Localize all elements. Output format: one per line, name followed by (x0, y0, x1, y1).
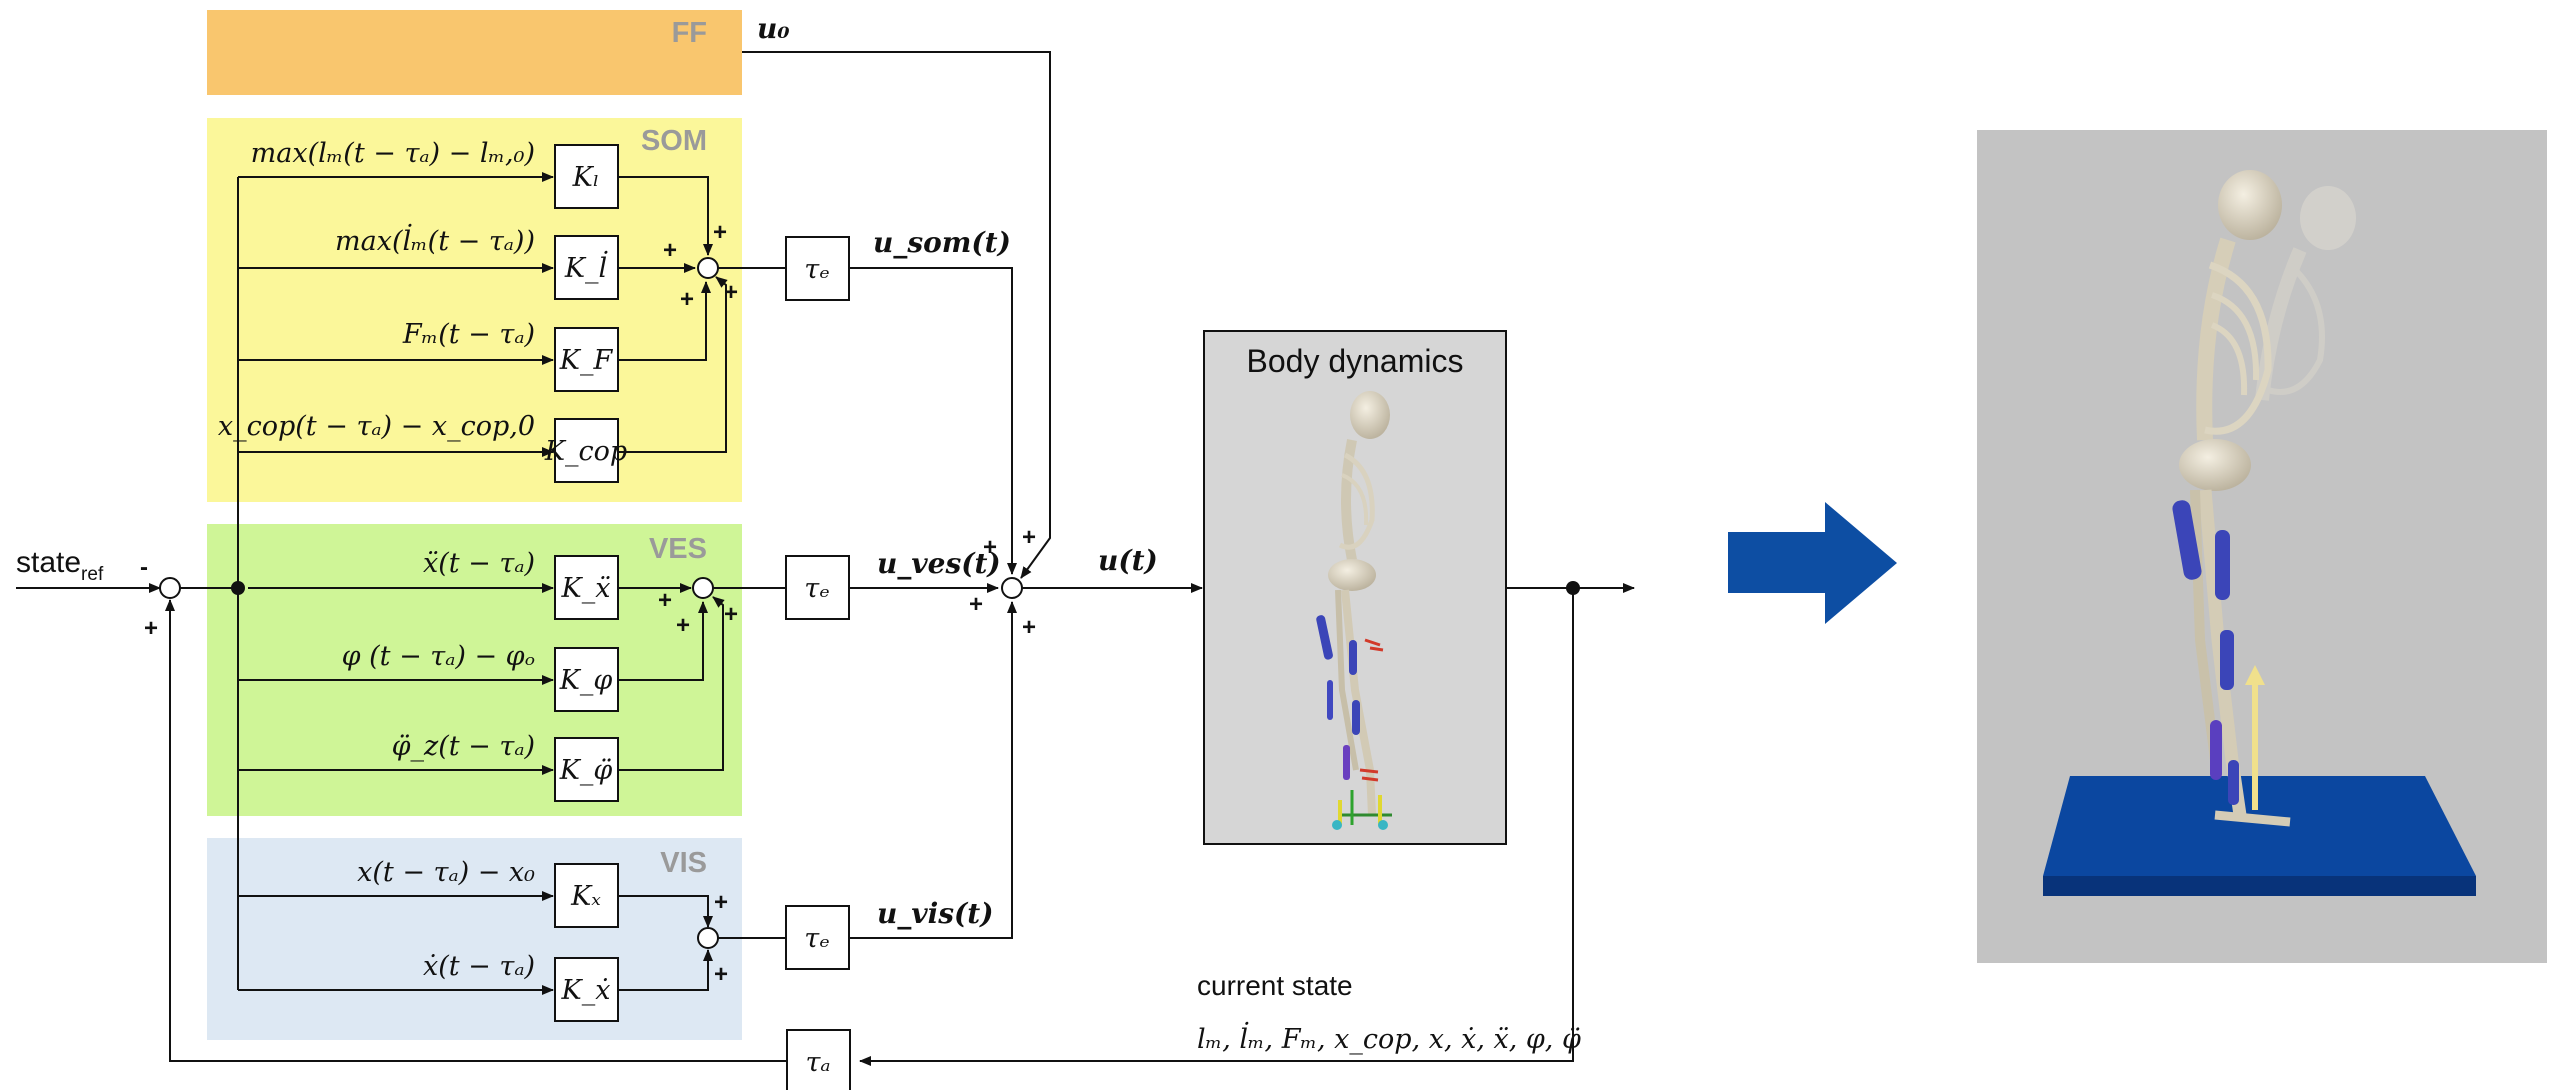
svg-text:+: + (676, 612, 690, 639)
som-rows: max(lₘ(t − τₐ) − lₘ,₀) max(l̇ₘ(t − τₐ)) … (218, 138, 738, 483)
gain-kl: Kₗ (572, 162, 600, 193)
vis-panel-title: VIS (660, 847, 707, 879)
gain-block-kcop (554, 418, 619, 483)
tau-e-block-som (785, 236, 850, 301)
gain-kphiddot: K_φ̈ (559, 755, 613, 786)
tau-e-ves-label: τₑ (804, 573, 829, 604)
svg-text:+: + (1022, 614, 1036, 641)
som-panel (207, 118, 742, 502)
som-row-1-label: max(lₘ(t − τₐ) − lₘ,₀) (251, 138, 535, 169)
feedback-line (859, 588, 1574, 1066)
ves-panel (207, 524, 742, 816)
ff-panel-title: FF (672, 17, 707, 49)
large-skeleton-image (2043, 170, 2476, 896)
state-ref-label: stateref (16, 546, 104, 585)
signal-uvis: u_vis(t) (877, 897, 993, 930)
gain-kcop: K_cop (544, 436, 627, 467)
gain-kxddot: K_ẍ (561, 573, 611, 604)
uvis-line (849, 601, 1017, 939)
gain-block-kphi (554, 647, 619, 712)
svg-text:+: + (969, 591, 983, 618)
tau-a-label: τₐ (805, 1047, 830, 1078)
ves-row-3-label: φ̈_z(t − τₐ) (392, 731, 535, 762)
input-sum-minus: - (140, 554, 148, 581)
vis-sum (697, 927, 719, 949)
ves-row-2-label: φ (t − τₐ) − φₒ (342, 641, 535, 672)
input-sum (159, 577, 181, 599)
svg-text:+: + (658, 587, 672, 614)
gain-block-kx (554, 863, 619, 928)
signal-u: u(t) (1098, 544, 1158, 577)
svg-text:+: + (724, 601, 738, 628)
vis-panel (207, 838, 742, 1040)
gain-kx: Kₓ (570, 881, 601, 912)
gain-block-kldot (554, 235, 619, 300)
gain-block-kphiddot (554, 737, 619, 802)
tau-e-som-label: τₑ (804, 254, 829, 285)
svg-text:+: + (1022, 524, 1036, 551)
gain-block-kxdot (554, 957, 619, 1022)
small-skeleton-image (1316, 391, 1392, 830)
svg-text:+: + (680, 286, 694, 313)
signal-u0: u₀ (757, 12, 790, 45)
svg-text:+: + (983, 534, 997, 561)
current-state-values: lₘ, l̇ₘ, Fₘ, x_cop, x, ẋ, ẍ, φ, φ̈ (1197, 1021, 1581, 1055)
ff-panel (207, 10, 742, 95)
gain-kxdot: K_ẋ (561, 975, 611, 1006)
tau-e-block-ves (785, 555, 850, 620)
som-row-2-label: max(l̇ₘ(t − τₐ)) (335, 223, 535, 257)
svg-text:+: + (663, 237, 677, 264)
som-panel-title: SOM (641, 125, 707, 157)
som-row-3-label: Fₘ(t − τₐ) (402, 319, 535, 350)
gain-block-kxddot (554, 555, 619, 620)
right-arrow-icon (1728, 502, 1897, 624)
ves-panel-title: VES (649, 533, 707, 565)
main-sum (1001, 577, 1023, 599)
som-sum (697, 257, 719, 279)
vis-row-1-label: x(t − τₐ) − x₀ (357, 857, 535, 888)
u0-line (742, 51, 1051, 579)
ves-sum (692, 577, 714, 599)
gain-kphi: K_φ (559, 665, 613, 696)
vis-rows: x(t − τₐ) − x₀ ẋ(t − τₐ) Kₓ K_ẋ + + (238, 857, 728, 1022)
feedback-return-line (165, 599, 787, 1062)
usom-line (849, 267, 1017, 575)
body-dynamics-title: Body dynamics (1247, 343, 1464, 379)
ves-rows: ẍ(t − τₐ) φ (t − τₐ) − φₒ φ̈_z(t − τₐ) K… (238, 548, 738, 802)
gain-kf: K_F (559, 345, 614, 376)
vis-row-2-label: ẋ(t − τₐ) (423, 951, 535, 982)
svg-text:+: + (713, 219, 727, 246)
current-state-title: current state (1197, 970, 1353, 1001)
ves-row-1-label: ẍ(t − τₐ) (423, 548, 535, 579)
svg-text:+: + (714, 961, 728, 988)
signal-uves: u_ves(t) (877, 547, 1001, 580)
svg-text:+: + (724, 279, 738, 306)
input-sum-plus: + (144, 615, 158, 642)
tau-e-vis-label: τₑ (804, 923, 829, 954)
svg-text:+: + (714, 889, 728, 916)
gain-kldot: K_l̇ (564, 250, 608, 284)
som-row-4-label: x_cop(t − τₐ) − x_cop,0 (218, 411, 535, 442)
signal-usom: u_som(t) (873, 226, 1011, 259)
